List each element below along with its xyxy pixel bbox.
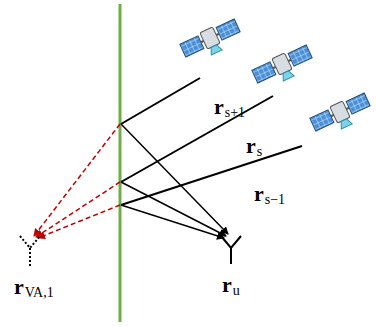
vector-symbol: r	[246, 135, 256, 157]
vector-symbol: r	[222, 274, 232, 296]
subscript: u	[233, 284, 240, 298]
virtual-antenna-symbol	[20, 236, 40, 266]
satellite	[251, 43, 316, 91]
vector-symbol: r	[214, 96, 224, 118]
subscript: s	[257, 145, 262, 159]
wall	[119, 4, 122, 322]
virtual-ray	[38, 205, 120, 238]
satellite	[179, 17, 244, 65]
ray	[121, 96, 273, 182]
virtual-ray	[34, 124, 120, 236]
virtual-ray	[36, 182, 120, 237]
reflected-ray	[121, 182, 226, 236]
reflected-ray	[121, 124, 228, 234]
antenna-symbol	[221, 236, 241, 264]
ray	[121, 78, 200, 124]
subscript: s−1	[265, 193, 285, 207]
vector-symbol: r	[14, 276, 24, 298]
reflected-ray	[121, 205, 224, 238]
subscript: s+1	[225, 106, 245, 120]
subscript: VA,1	[25, 286, 54, 300]
satellite	[309, 91, 374, 139]
vector-symbol: r	[254, 183, 264, 205]
